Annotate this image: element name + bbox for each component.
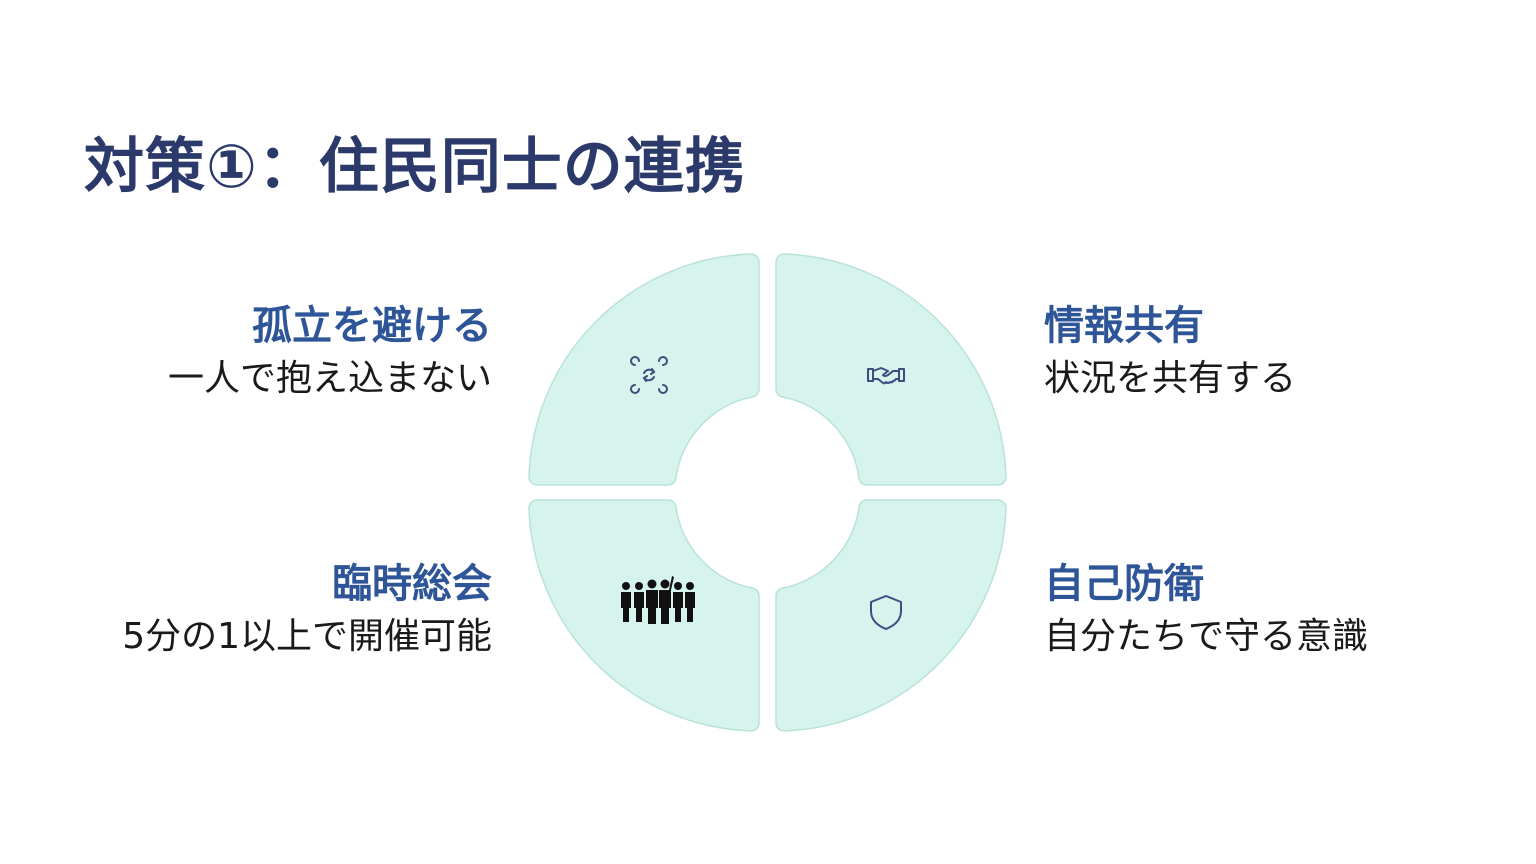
segment-bottom-left <box>528 499 760 732</box>
label-bottom-right: 自己防衛 自分たちで守る意識 <box>1044 560 1524 659</box>
label-heading: 自己防衛 <box>1044 561 1204 607</box>
label-top-left: 孤立を避ける 一人で抱え込まない <box>12 302 492 401</box>
handshake-icon <box>867 367 905 385</box>
label-text: 5分の1以上で開催可能 <box>122 616 492 657</box>
segment-top-left <box>528 253 760 486</box>
label-heading: 情報共有 <box>1044 303 1204 349</box>
label-text: 状況を共有する <box>1044 358 1297 399</box>
label-bottom-left: 臨時総会 5分の1以上で開催可能 <box>12 560 492 659</box>
label-text: 自分たちで守る意識 <box>1044 616 1369 657</box>
label-text: 一人で抱え込まない <box>167 358 492 399</box>
segment-top-right <box>775 253 1007 486</box>
shield-icon <box>870 595 902 630</box>
label-heading: 臨時総会 <box>332 561 492 607</box>
page-title: 対策①：住民同士の連携 <box>84 132 746 202</box>
label-heading: 孤立を避ける <box>252 303 492 349</box>
segment-bottom-right <box>775 499 1007 732</box>
label-top-right: 情報共有 状況を共有する <box>1044 302 1524 401</box>
cycle-arrows-icon <box>630 356 668 394</box>
group-of-people-icon <box>621 576 695 624</box>
